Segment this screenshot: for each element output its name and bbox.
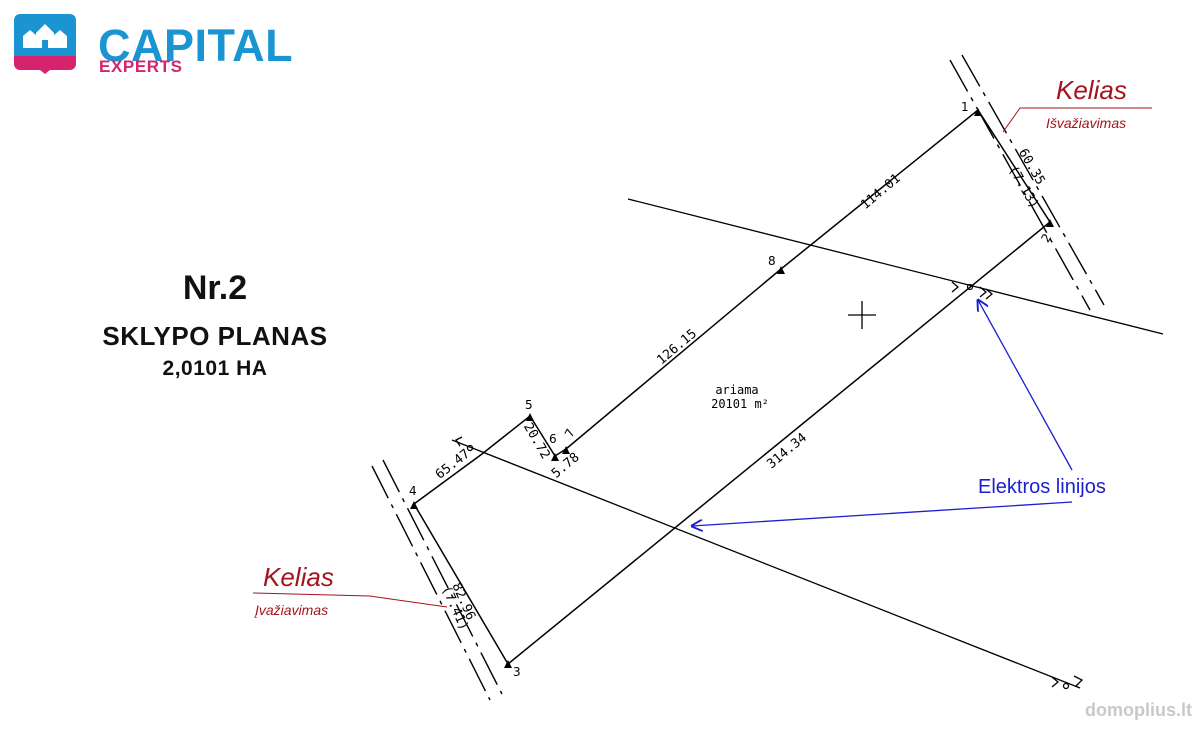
power-line-1: [627, 198, 1164, 335]
parcel-use-label: ariama: [715, 383, 758, 397]
centre-cross-mark: [848, 301, 876, 329]
point-label-3: 3: [513, 665, 521, 679]
road-top-lines: [949, 54, 1105, 311]
plan-title: SKLYPO PLANAS: [102, 321, 328, 351]
point-label-6: 6: [549, 432, 557, 446]
dim-114-01: 114.01: [858, 171, 904, 213]
road-top-leader: [1002, 107, 1152, 133]
plan-title-block: Nr.2 SKLYPO PLANAS 2,0101 HA: [60, 268, 370, 382]
point-label-5: 5: [525, 398, 533, 412]
point-label-7: 7: [562, 426, 578, 439]
parcel-boundary: [413, 108, 1051, 666]
watermark: domoplius.lt: [1085, 700, 1192, 720]
power-lines-label: Elektros linijos: [978, 476, 1106, 498]
parcel-area-label: 20101 m²: [711, 397, 769, 411]
logo-wordmark: CAPITAL: [98, 20, 294, 71]
plan-number: Nr.2: [182, 269, 248, 307]
road-top-subtitle: Išvažiavimas: [1046, 115, 1127, 131]
logo-subtitle: EXPERTS: [99, 57, 183, 76]
capital-experts-logo: CAPITAL EXPERTS: [14, 14, 293, 78]
road-top-title: Kelias: [1056, 75, 1127, 105]
house-logo-icon: [14, 14, 76, 74]
point-label-8: 8: [768, 254, 776, 268]
vertex-markers: [410, 108, 1054, 668]
power-line-arrows: [692, 300, 1073, 526]
plan-area: 2,0101 HA: [162, 357, 268, 380]
road-bottom-subtitle: Įvažiavimas: [255, 602, 329, 618]
point-label-4: 4: [409, 484, 417, 498]
point-label-2: 2: [1038, 231, 1054, 245]
dim-20-72: 20.72: [520, 420, 553, 461]
road-bottom-leader: [252, 592, 448, 608]
road-bottom-lines: [371, 459, 503, 701]
dim-126-15: 126.15: [654, 326, 700, 368]
point-label-1: 1: [961, 100, 969, 114]
power-line-2: [451, 436, 1084, 690]
road-bottom-title: Kelias: [263, 562, 334, 592]
